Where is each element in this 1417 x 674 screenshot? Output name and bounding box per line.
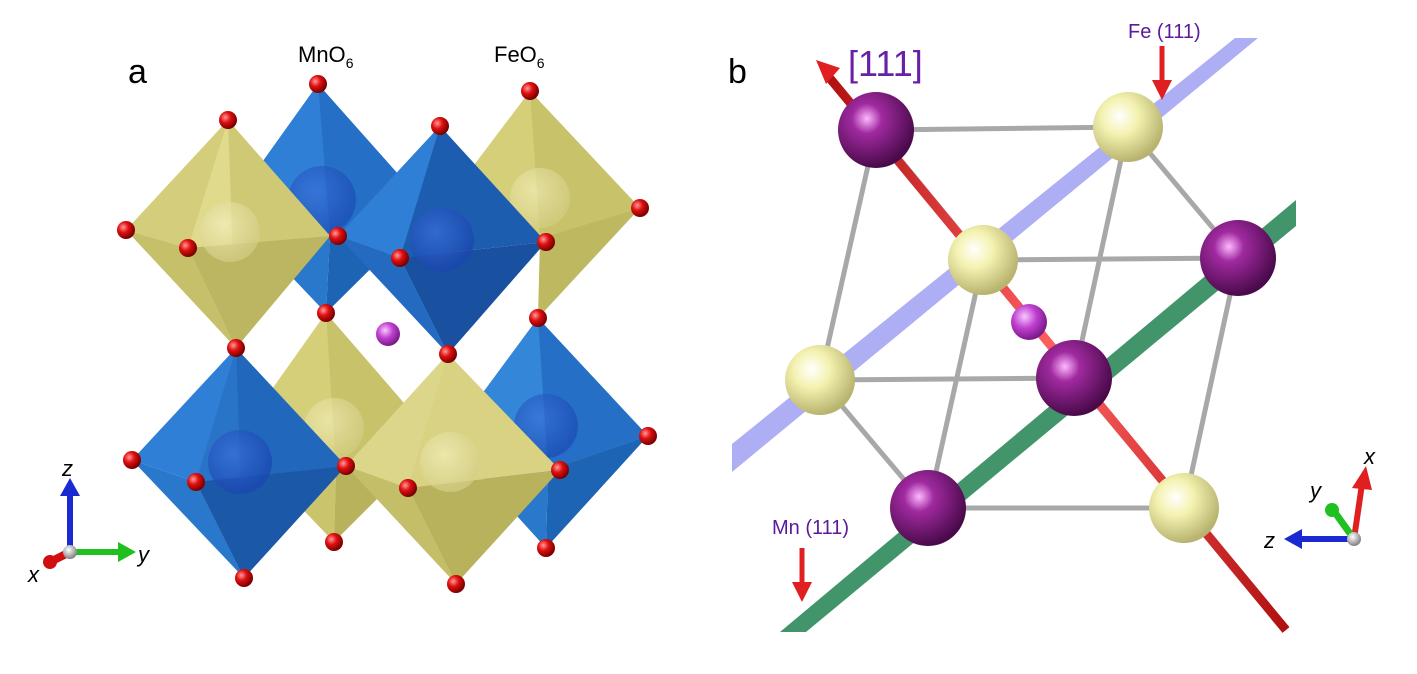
direction-111-arrowhead	[816, 60, 840, 84]
mn-atom	[1200, 220, 1276, 296]
fe-atom	[785, 345, 855, 415]
panel-a-letter: a	[128, 53, 147, 91]
axis-label-y-b: y	[1308, 478, 1323, 503]
axis-label-y-a: y	[136, 542, 151, 567]
axes-triad-a: z y x	[27, 456, 151, 587]
mn-111-label: Mn (111)	[772, 517, 849, 539]
a-site-atom	[376, 322, 400, 346]
fe-octahedron-bottom-front	[346, 354, 560, 584]
mn-octahedron-top-front	[338, 126, 546, 354]
a-site-atom-b	[1011, 304, 1047, 340]
axis-label-z-b: z	[1263, 528, 1275, 553]
axes-triad-b: x y z	[1263, 444, 1376, 553]
mn-atom	[890, 470, 966, 546]
axis-label-x-b: x	[1363, 444, 1376, 469]
feo6-label: FeO6	[494, 42, 545, 71]
panel-b: b [111]	[728, 21, 1376, 633]
axis-label-z-a: z	[61, 456, 73, 481]
fe-atom	[1149, 473, 1219, 543]
panel-b-letter: b	[728, 53, 747, 91]
oxygen-atoms	[117, 75, 657, 593]
mn-octahedron-bottom-front	[132, 348, 346, 578]
mno6-label: MnO6	[298, 42, 354, 71]
fe-octahedron-top-front	[126, 120, 330, 348]
fe-111-label: Fe (111)	[1128, 21, 1201, 43]
panel-a: a MnO6 FeO6	[27, 42, 657, 593]
axis-label-x-a: x	[27, 562, 40, 587]
mn-atom	[1036, 340, 1112, 416]
direction-111-label: [111]	[848, 43, 923, 84]
fe-atom	[1093, 92, 1163, 162]
fe-atom	[948, 225, 1018, 295]
mn-atom	[838, 92, 914, 168]
